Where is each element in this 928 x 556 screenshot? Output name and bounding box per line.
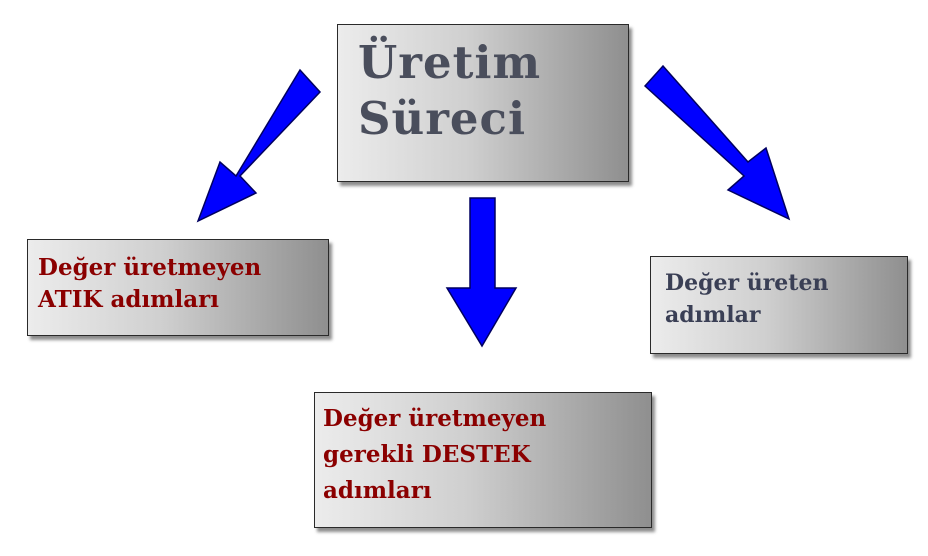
waste-steps-box: Değer üretmeyen ATIK adımları: [27, 239, 329, 336]
arrow-to-waste: [196, 68, 322, 223]
process-title-line2: Süreci: [358, 92, 527, 145]
value-steps-line1: Değer üreten: [665, 270, 829, 296]
support-steps-box: Değer üretmeyen gerekli DESTEK adımları: [314, 392, 652, 528]
support-steps-line1: Değer üretmeyen: [323, 405, 547, 432]
support-steps-line3: adımları: [323, 477, 432, 504]
process-title-box: Üretim Süreci: [337, 24, 629, 182]
waste-steps-line2: ATIK adımları: [38, 286, 220, 313]
arrow-to-support: [445, 197, 518, 348]
arrow-to-value: [643, 64, 791, 221]
value-steps-line2: adımlar: [665, 302, 761, 328]
process-title-line1: Üretim: [358, 36, 542, 89]
waste-steps-line1: Değer üretmeyen: [38, 254, 262, 281]
support-steps-line2: gerekli DESTEK: [323, 441, 531, 468]
value-steps-box: Değer üreten adımlar: [650, 256, 908, 354]
